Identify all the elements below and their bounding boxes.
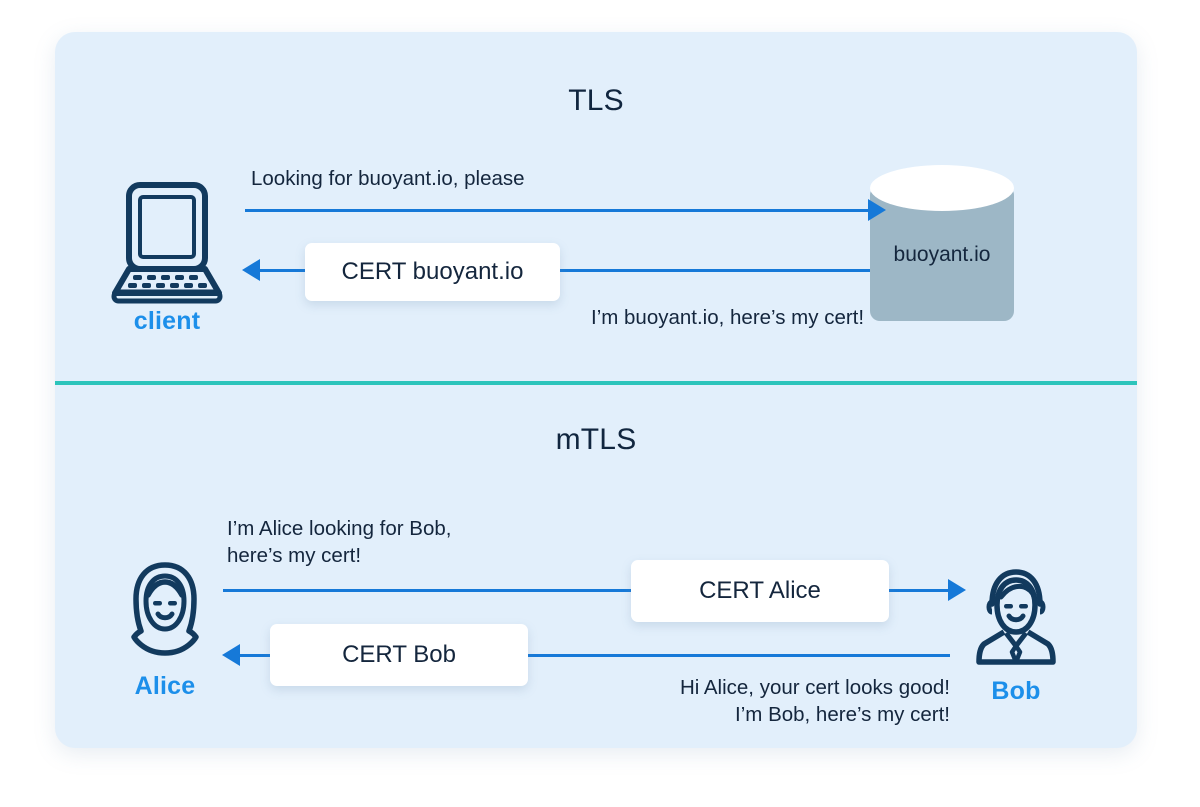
tls-request-text: Looking for buoyant.io, please — [251, 167, 525, 190]
tls-client-label: client — [133, 307, 201, 335]
tls-mtls-diagram-panel: TLS — [55, 32, 1137, 748]
mtls-request-text: I’m Alice looking for Bob, here’s my cer… — [227, 517, 452, 567]
tls-response-arrow-head — [242, 259, 260, 281]
tls-request-arrow-head — [868, 199, 886, 221]
section-divider — [55, 381, 1137, 385]
mtls-section: mTLS Alice — [55, 384, 1137, 748]
tls-request-arrow-line — [245, 209, 870, 212]
mtls-cert-bob-card[interactable]: CERT Bob — [270, 624, 528, 686]
tls-cert-card[interactable]: CERT buoyant.io — [305, 243, 560, 301]
mtls-bob-label: Bob — [991, 677, 1041, 705]
tls-server-label: buoyant.io — [893, 243, 991, 266]
laptop-icon — [111, 180, 223, 304]
mtls-cert-alice-card[interactable]: CERT Alice — [631, 560, 889, 622]
mtls-request-arrow-head — [948, 579, 966, 601]
tls-section: TLS — [55, 32, 1137, 382]
database-top-ellipse — [870, 165, 1014, 211]
tls-section-title: TLS — [568, 84, 624, 117]
mtls-response-arrow-head — [222, 644, 240, 666]
mtls-response-text: Hi Alice, your cert looks good! I’m Bob,… — [679, 676, 950, 726]
tls-response-text: I’m buoyant.io, here’s my cert! — [591, 306, 865, 329]
tls-response-arrow-line — [260, 269, 870, 272]
mtls-alice-label: Alice — [134, 672, 196, 700]
mtls-section-title: mTLS — [555, 423, 637, 456]
mtls-request-arrow-line — [223, 589, 950, 592]
database-cylinder-icon: buoyant.io — [870, 165, 1014, 321]
person-female-avatar-icon — [117, 561, 213, 669]
mtls-response-arrow-line — [240, 654, 950, 657]
person-male-avatar-icon — [968, 566, 1064, 674]
